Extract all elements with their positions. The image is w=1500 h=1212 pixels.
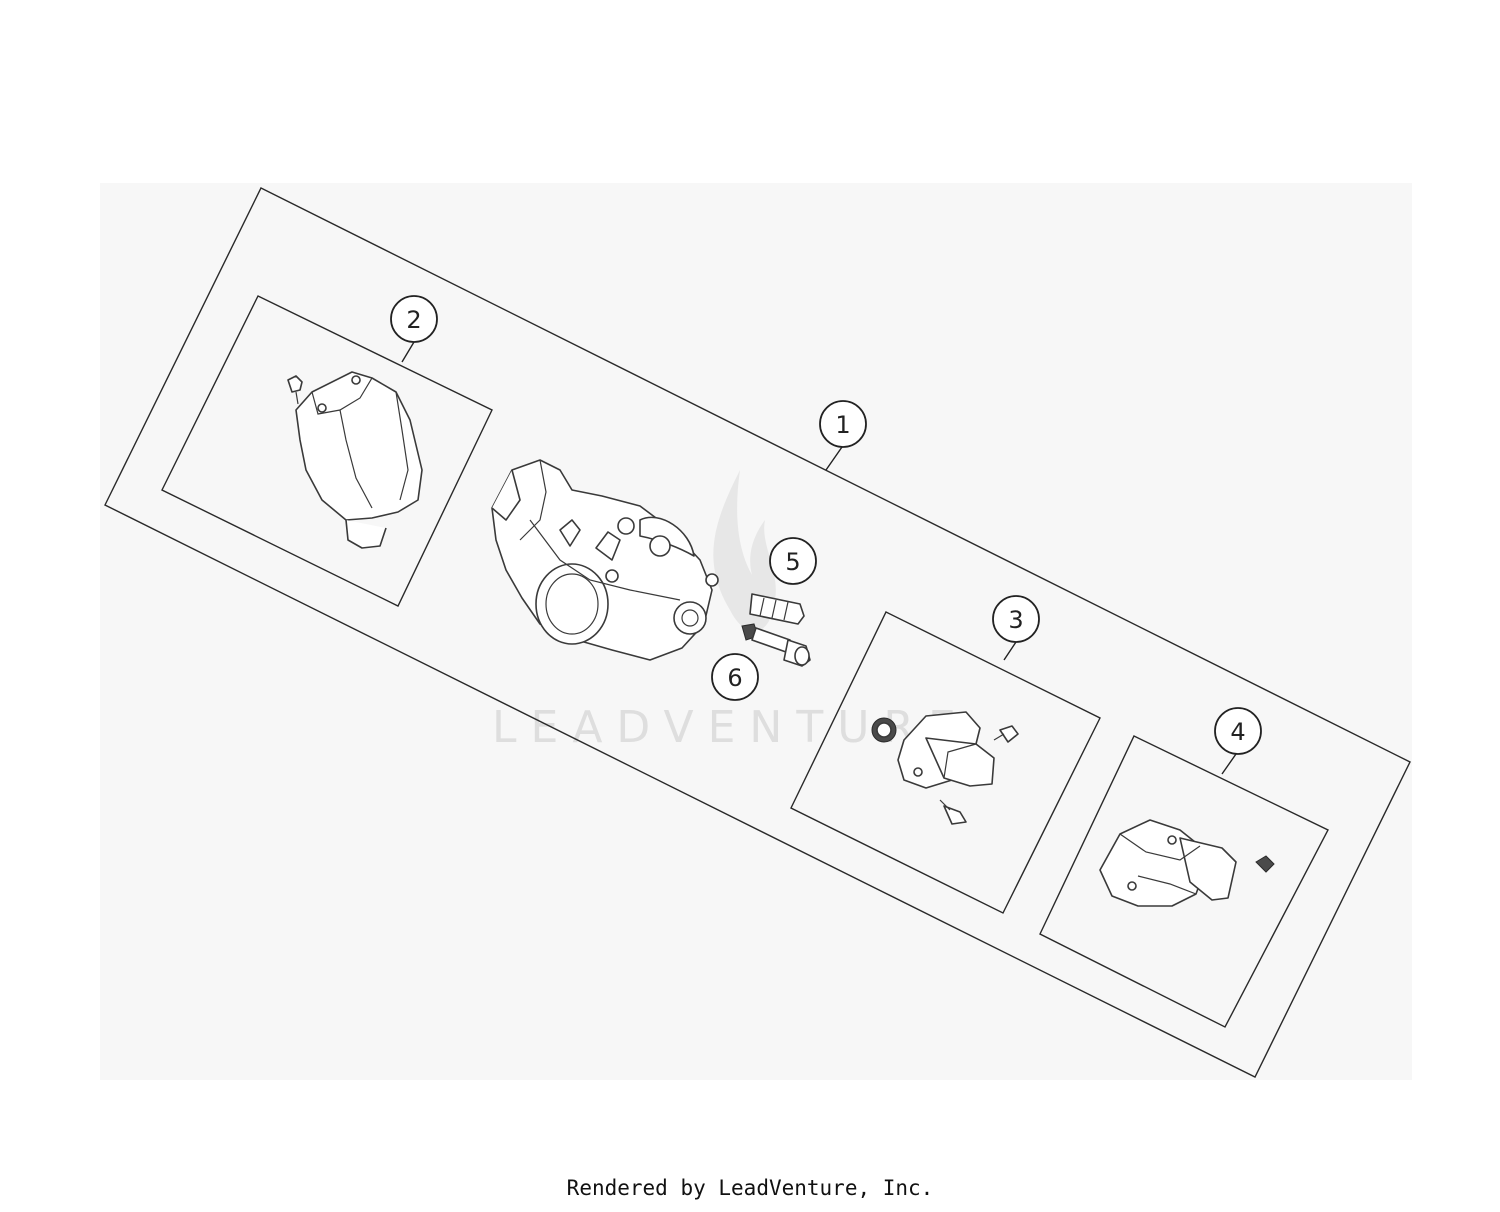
- callout-1-label: 1: [835, 411, 850, 439]
- callout-5[interactable]: 5: [769, 537, 817, 585]
- callout-2[interactable]: 2: [390, 295, 438, 363]
- throttle-body: [491, 459, 719, 661]
- watermark-flame-logo: [713, 470, 776, 632]
- watermark-text: LEADVENTURE: [492, 702, 970, 753]
- part-5-screw: [749, 593, 805, 625]
- part-4-cover: [1099, 819, 1275, 907]
- footer-credit: Rendered by LeadVenture, Inc.: [566, 1176, 934, 1200]
- callout-5-label: 5: [785, 548, 800, 576]
- part-6-screw-bushing: [741, 623, 811, 667]
- callout-3-label: 3: [1008, 606, 1023, 634]
- assembly-outline: [104, 187, 1411, 1078]
- part-2-cover: [287, 371, 423, 549]
- callout-1[interactable]: 1: [819, 400, 867, 471]
- part-3-sensor: [871, 711, 1019, 825]
- callout-4-label: 4: [1230, 718, 1245, 746]
- subassembly-box-2: [161, 295, 493, 607]
- callout-3[interactable]: 3: [992, 595, 1040, 661]
- callout-4[interactable]: 4: [1214, 707, 1262, 775]
- subassembly-box-3: [790, 611, 1101, 914]
- callout-6-label: 6: [727, 664, 742, 692]
- callout-6[interactable]: 6: [711, 653, 759, 701]
- subassembly-box-4: [1039, 735, 1329, 1028]
- callout-2-label: 2: [406, 306, 421, 334]
